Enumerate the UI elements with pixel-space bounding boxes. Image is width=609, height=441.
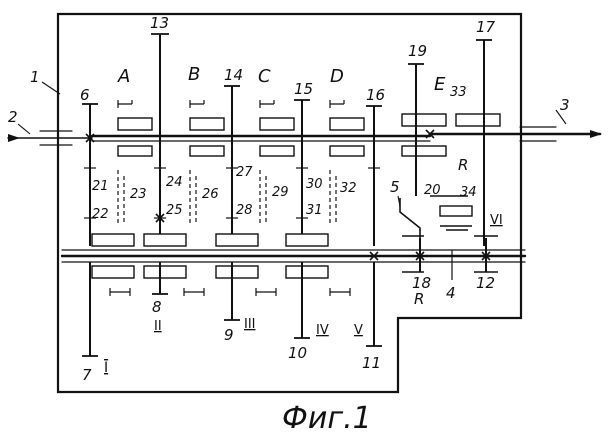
label-26: 26 xyxy=(202,187,219,202)
label-30: 30 xyxy=(306,177,323,192)
label-24: 24 xyxy=(166,175,183,190)
output-shaft xyxy=(430,127,602,141)
label-B: B xyxy=(188,64,200,85)
label-C: C xyxy=(258,66,271,87)
label-E: E xyxy=(434,74,446,95)
counter-shaft xyxy=(62,250,525,262)
label-6: 6 xyxy=(80,86,90,104)
label-roman-VI: VI xyxy=(490,213,503,228)
label-5: 5 xyxy=(390,178,400,196)
label-roman-V: V xyxy=(354,323,363,338)
label-23: 23 xyxy=(130,187,147,202)
label-20: 20 xyxy=(424,183,441,198)
label-16: 16 xyxy=(366,86,385,104)
input-shaft xyxy=(8,131,92,145)
label-R-lower: R xyxy=(414,290,424,308)
label-29: 29 xyxy=(272,185,289,200)
label-7: 7 xyxy=(82,366,92,384)
label-25: 25 xyxy=(166,203,183,218)
label-27: 27 xyxy=(236,165,253,180)
label-17: 17 xyxy=(476,18,496,36)
label-12: 12 xyxy=(476,274,495,292)
label-roman-I: I xyxy=(104,360,108,376)
label-10: 10 xyxy=(288,344,307,362)
label-34: 34 xyxy=(460,185,477,200)
label-11: 11 xyxy=(362,354,381,372)
main-shaft xyxy=(92,136,430,141)
label-9: 9 xyxy=(224,326,234,344)
label-14: 14 xyxy=(224,66,243,84)
label-13: 13 xyxy=(150,14,169,32)
output-arrow-icon xyxy=(590,130,602,138)
label-31: 31 xyxy=(306,203,323,218)
label-32: 32 xyxy=(340,181,357,196)
label-roman-IV: IV xyxy=(316,323,329,338)
label-21: 21 xyxy=(92,179,109,194)
label-28: 28 xyxy=(236,203,253,218)
labels: 1 2 3 4 5 6 7 8 9 10 11 12 13 14 15 16 1… xyxy=(8,14,570,384)
input-arrow-icon xyxy=(8,134,20,142)
label-8: 8 xyxy=(152,298,162,316)
label-R-upper: R xyxy=(458,156,468,174)
label-roman-III: III xyxy=(244,317,256,332)
label-roman-II: II xyxy=(154,319,162,334)
label-1: 1 xyxy=(30,68,40,86)
label-A: A xyxy=(117,66,130,87)
label-19: 19 xyxy=(408,42,427,60)
figure-caption: Фиг.1 xyxy=(282,401,372,436)
label-15: 15 xyxy=(294,80,313,98)
label-33: 33 xyxy=(450,85,467,100)
label-3: 3 xyxy=(560,96,570,114)
label-D: D xyxy=(330,66,344,87)
label-22: 22 xyxy=(92,207,109,222)
label-2: 2 xyxy=(8,108,18,126)
label-4: 4 xyxy=(446,284,456,302)
